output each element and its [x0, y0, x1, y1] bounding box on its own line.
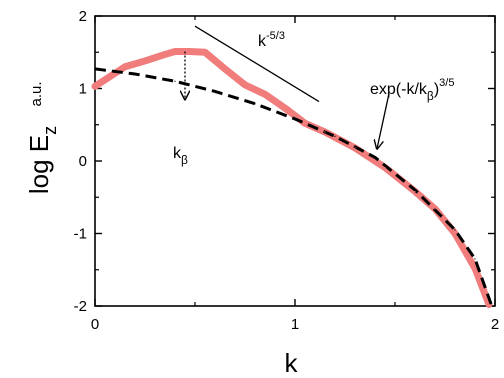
series-0-point — [264, 93, 266, 95]
series-0-point — [454, 232, 456, 235]
series-0-point — [164, 53, 166, 56]
series-1-point — [334, 135, 336, 137]
y-axis-title-sub: z — [40, 126, 60, 135]
series-0-point — [304, 122, 306, 124]
kbeta-label-base: k — [173, 145, 182, 162]
y-tick-label: -2 — [74, 298, 87, 315]
series-0-point — [488, 303, 490, 306]
series-0-point — [94, 85, 96, 87]
series-points-fit — [94, 68, 492, 305]
y-axis-unit: a.u. — [28, 81, 45, 106]
fit-label-sub: β — [427, 89, 434, 103]
fit-label-main: exp(-k/k — [370, 81, 428, 98]
series-0-point — [174, 50, 176, 53]
series-0-point — [204, 51, 206, 53]
series-0-point — [124, 66, 126, 68]
fit-label-exponent: 3/5 — [439, 77, 454, 89]
series-1-point — [414, 189, 416, 191]
kbeta-label-sub: β — [181, 153, 188, 167]
series-1-point — [374, 156, 376, 158]
series-points-measured — [94, 50, 490, 306]
series-1-point — [214, 90, 216, 92]
series-1-point — [294, 118, 296, 120]
y-tick-label: 2 — [79, 8, 87, 25]
x-axis-title: k — [285, 348, 299, 378]
fit-label-arrow — [377, 93, 390, 149]
x-tick-label: 1 — [291, 316, 299, 333]
y-tick-label: 0 — [79, 153, 87, 170]
kbeta-label: kβ — [173, 145, 188, 167]
series-0-point — [244, 84, 246, 86]
series-0-point — [324, 131, 326, 133]
slope-label-base: k — [258, 33, 267, 50]
series-0-point — [224, 68, 226, 70]
y-axis-title-main: log E — [24, 135, 54, 194]
series-1-point — [134, 73, 136, 75]
series-0-point — [284, 107, 286, 109]
fit-label: exp(-k/kβ)3/5 — [370, 77, 454, 103]
y-tick-label: -1 — [74, 226, 87, 243]
series-0-point — [474, 267, 476, 269]
slope-label-exponent: -5/3 — [266, 30, 285, 42]
series-0-point — [384, 166, 386, 169]
x-tick-label: 2 — [491, 316, 499, 333]
series-0-point — [144, 60, 146, 62]
series-1-point — [490, 303, 492, 305]
series-0-point — [434, 208, 436, 210]
series-0-point — [354, 147, 356, 149]
axis-tick-labels: 0 1 2 -2 -1 0 1 2 — [74, 8, 500, 333]
fit-label-close: ) — [434, 81, 439, 98]
series-0-point — [414, 190, 416, 193]
series-0-point — [188, 50, 190, 53]
series-1-point — [474, 258, 476, 260]
y-tick-label: 1 — [79, 81, 87, 98]
slope-label: k-5/3 — [258, 30, 285, 50]
slope-reference-line — [194, 25, 320, 103]
x-tick-label: 0 — [91, 316, 99, 333]
series-1-point — [454, 229, 456, 231]
series-1-point — [174, 80, 176, 82]
series-1-point — [254, 103, 256, 105]
series-line-fit — [94, 67, 493, 305]
series-1-point — [94, 68, 96, 70]
y-axis-title: log Ez — [24, 126, 60, 194]
series-line-measured — [91, 48, 493, 309]
